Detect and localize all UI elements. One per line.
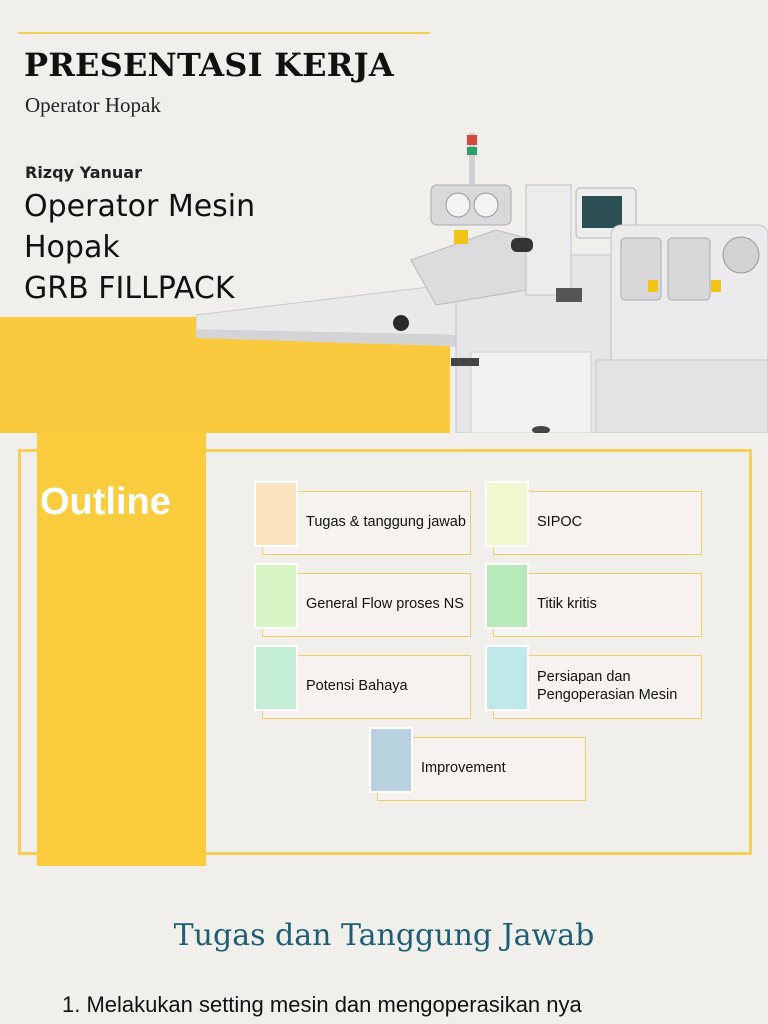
presentation-title: PRESENTASI KERJA — [24, 46, 394, 84]
outline-item-label: Titik kritis — [537, 596, 597, 612]
section-title: Tugas dan Tanggung Jawab — [173, 918, 595, 953]
author-role: Operator Mesin Hopak GRB FILLPACK — [24, 186, 255, 309]
outline-item[interactable]: Improvement — [369, 727, 589, 801]
outline-item-swatch — [254, 481, 298, 547]
outline-item-swatch — [254, 563, 298, 629]
presentation-subtitle: Operator Hopak — [25, 93, 161, 117]
outline-frame — [18, 449, 752, 855]
outline-title: Outline — [40, 481, 171, 523]
outline-panel — [37, 433, 206, 866]
outline-item-swatch — [254, 645, 298, 711]
outline-item[interactable]: SIPOC — [485, 481, 705, 555]
outline-item-label: Potensi Bahaya — [306, 678, 408, 694]
outline-item-label: SIPOC — [537, 514, 583, 530]
cover-slide: PRESENTASI KERJA Operator Hopak Rizqy Ya… — [0, 0, 768, 433]
outline-item[interactable]: General Flow proses NS — [254, 563, 474, 637]
role-line: Hopak — [24, 230, 120, 265]
outline-item[interactable]: Titik kritis — [485, 563, 705, 637]
outline-item[interactable]: Potensi Bahaya — [254, 645, 474, 719]
outline-item[interactable]: Persiapan dan Pengoperasian Mesin — [485, 645, 705, 719]
author-name: Rizqy Yanuar — [25, 163, 142, 182]
accent-line — [18, 32, 430, 34]
outline-item-swatch — [485, 645, 529, 711]
role-line: GRB FILLPACK — [24, 271, 235, 306]
outline-item[interactable]: Tugas & tanggung jawab — [254, 481, 474, 555]
outline-item-label: General Flow proses NS — [306, 596, 464, 612]
outline-slide: Outline Tugas & tanggung jawab SIPOC Gen… — [0, 433, 768, 870]
packaging-machine-image — [196, 133, 768, 433]
outline-item-swatch — [369, 727, 413, 793]
outline-item-swatch — [485, 563, 529, 629]
outline-item-label: Improvement — [421, 760, 506, 776]
section-list-item: 1. Melakukan setting mesin dan mengopera… — [62, 992, 582, 1017]
outline-item-label: Tugas & tanggung jawab — [306, 514, 466, 530]
outline-item-label: Persiapan dan Pengoperasian Mesin — [537, 669, 678, 703]
outline-item-swatch — [485, 481, 529, 547]
role-line: Operator Mesin — [24, 189, 256, 224]
